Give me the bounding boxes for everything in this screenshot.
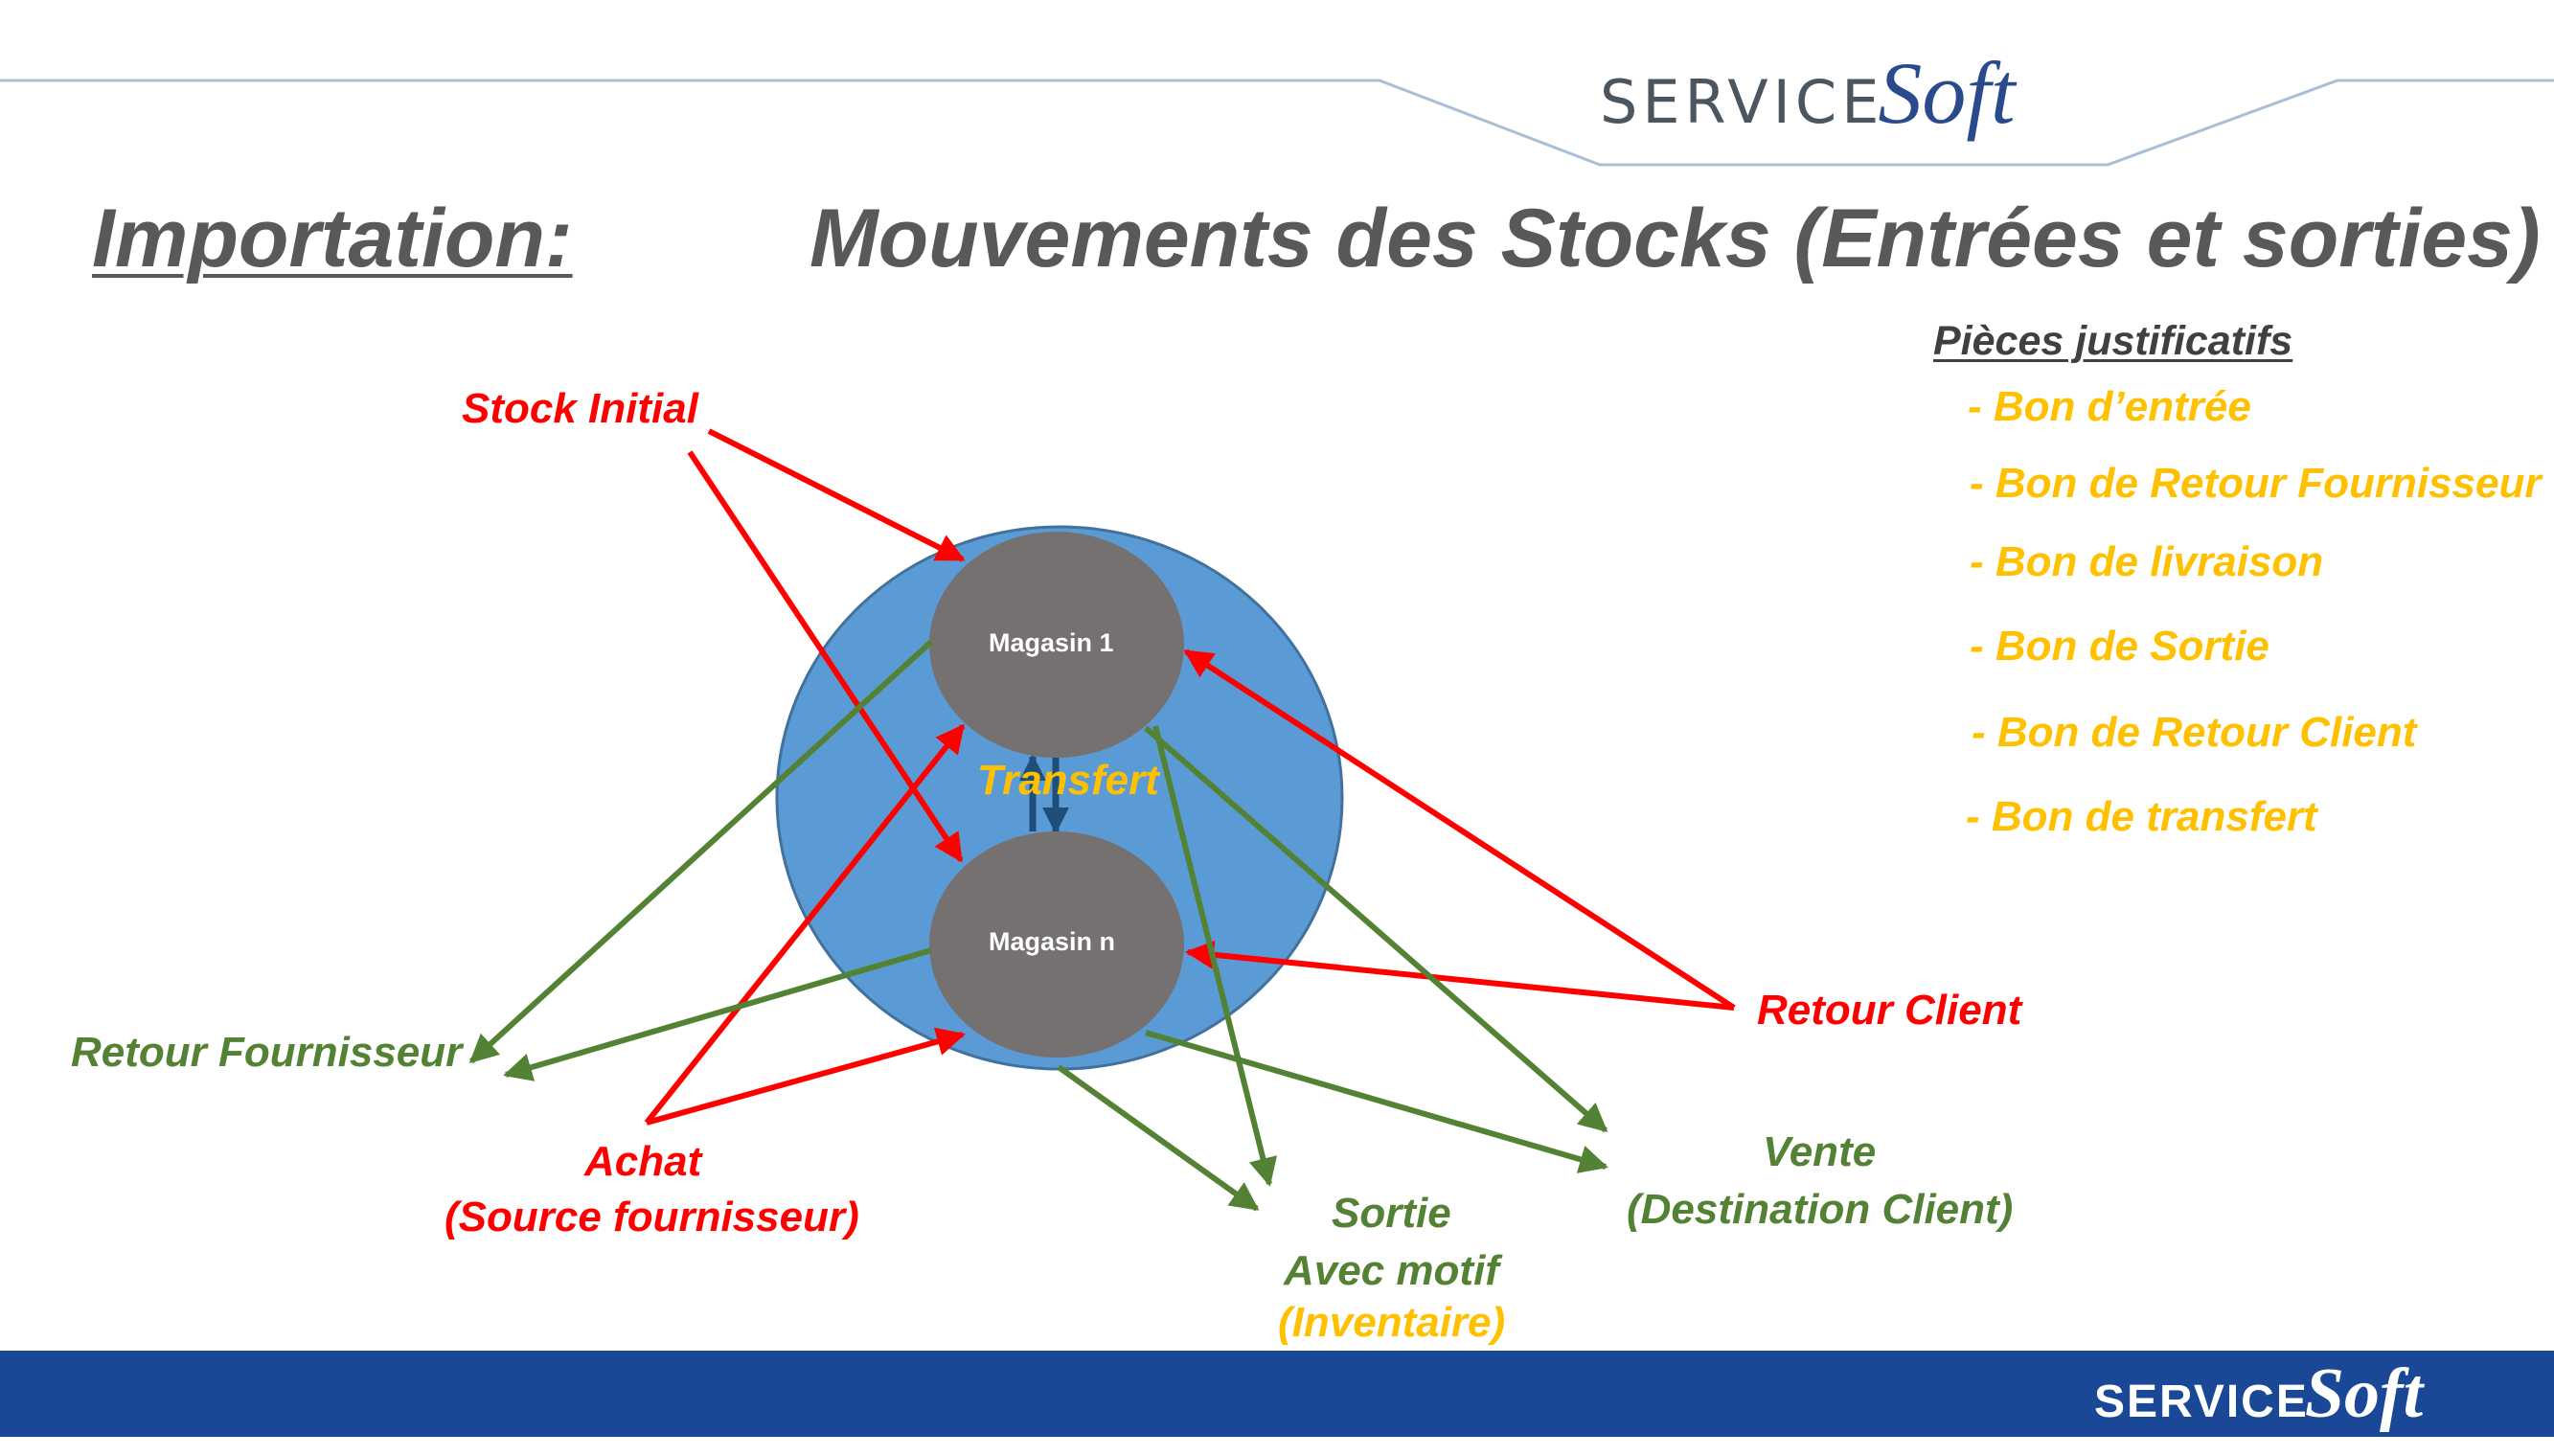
magasin-n-circle [929,831,1184,1058]
arrow-magasinN-to-vente [1145,1030,1608,1173]
arrow-stock-initial-to-magasin1 [707,428,966,562]
transfert-label: Transfert [977,757,1159,804]
magasin-n-label: Magasin n [989,927,1116,956]
logo-soft-text: Soft [1878,44,2016,142]
stock-initial-label: Stock Initial [462,385,698,432]
arrow-magasin1-to-vente [1144,725,1608,1133]
sortie-motif-label: Avec motif [1284,1247,1499,1294]
arrow-stock-initial-to-magasinN [687,450,964,863]
arrow-magasinN-to-retour-fournisseur [503,947,932,1081]
arrow-retour-client-to-magasin1 [1183,648,1736,1011]
vente-destination-label: (Destination Client) [1627,1186,2014,1233]
servicesoft-logo-header: SERVICESoft [1600,42,2016,144]
piece-item: - Bon de Retour Fournisseur [1970,460,2542,507]
sortie-inventaire-label: (Inventaire) [1278,1299,1506,1346]
piece-item: - Bon de Sortie [1970,623,2269,670]
magasin-1-circle [929,532,1184,758]
achat-label: Achat [584,1138,702,1185]
arrow-retour-client-to-magasinN [1185,940,1735,1011]
retour-client-label: Retour Client [1757,987,2022,1034]
arrow-magasinN-to-sortie [1057,1064,1260,1212]
header-line [0,79,2554,167]
servicesoft-logo-footer: SERVICESoft [2094,1351,2423,1437]
pieces-justificatifs-heading: Pièces justificatifs [1933,318,2293,364]
piece-item: - Bon d’entrée [1968,383,2251,430]
magasin-1-label: Magasin 1 [989,628,1114,657]
logo-service-text: SERVICE [1600,67,1884,137]
piece-item: - Bon de Retour Client [1972,709,2417,756]
sortie-label: Sortie [1332,1190,1451,1237]
footer-logo-service-text: SERVICE [2094,1376,2309,1427]
vente-label: Vente [1763,1128,1877,1175]
slide-section-title: Importation: [92,193,573,284]
achat-source-label: (Source fournisseur) [445,1194,859,1240]
arrow-achat-to-magasinN [646,1027,966,1126]
footer-logo-soft-text: Soft [2304,1354,2424,1433]
footer-bar [0,1351,2554,1437]
arrow-achat-to-magasin1 [644,723,966,1125]
arrow-magasin1-to-retour-fournisseur [468,639,934,1064]
retour-fournisseur-label: Retour Fournisseur [71,1029,463,1076]
arrow-magasin1-to-sortie [1152,725,1278,1187]
piece-item: - Bon de transfert [1966,793,2317,840]
slide-title: Mouvements des Stocks (Entrées et sortie… [810,193,2541,284]
piece-item: - Bon de livraison [1970,538,2324,585]
